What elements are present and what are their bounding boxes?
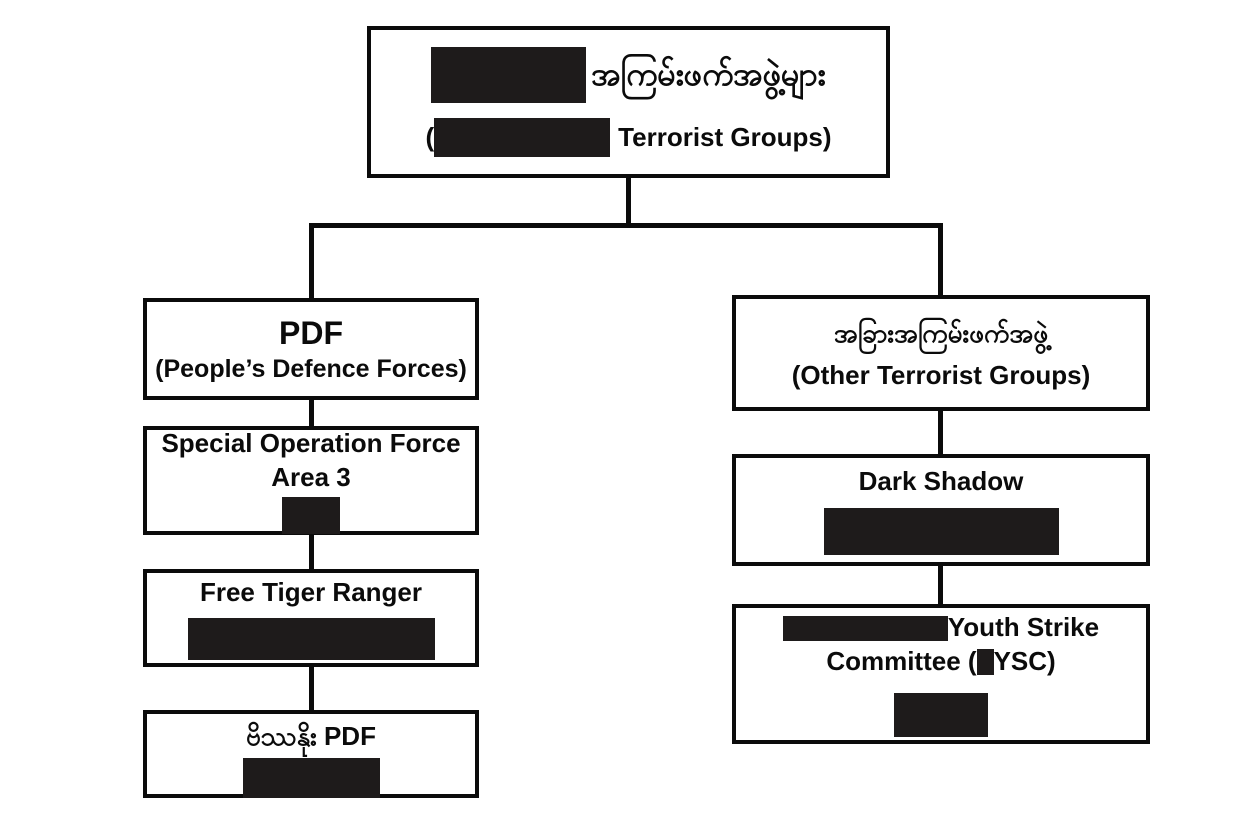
node-title-line1: Youth Strike [947,612,1100,643]
node-subtitle: (Other Terrorist Groups) [791,360,1091,391]
node-subtitle: (People’s Defence Forces) [155,354,467,383]
ysc-line2-row: Committee ( YSC) [826,645,1055,679]
root-burmese-title: အကြမ်းဖက်အဖွဲ့များ [591,56,826,93]
connector-right-drop [938,223,943,295]
node-terrorist-groups-root: အကြမ်းဖက်အဖွဲ့များ ( Terrorist Groups) [367,26,890,178]
ysc-line1-row: Youth Strike [782,611,1100,645]
root-open-paren: ( [425,121,435,152]
redaction-bar [434,118,611,157]
node-dark-shadow: Dark Shadow [732,454,1150,566]
connector-left-2-3 [309,533,314,569]
node-title: ဗိဿနိုး PDF [246,721,376,751]
node-youth-strike-committee: Youth Strike Committee ( YSC) [732,604,1150,744]
connector-left-3-4 [309,665,314,710]
node-title-line2-prefix: Committee ( [826,646,977,676]
connector-right-1-2 [938,409,943,454]
root-english-row: ( Terrorist Groups) [426,118,832,157]
node-burmese-title: အခြားအကြမ်းဖက်အဖွဲ့ [833,317,1049,348]
root-burmese-row: အကြမ်းဖက်အဖွဲ့များ [431,47,826,103]
node-other-terrorist-groups: အခြားအကြမ်းဖက်အဖွဲ့ (Other Terrorist Gro… [732,295,1150,411]
redaction-bar [782,615,948,641]
node-beikthano-pdf: ဗိဿနိုး PDF [143,710,479,799]
node-special-operation-force: Special Operation Force Area 3 [143,426,479,535]
connector-left-drop [309,223,314,298]
connector-branch-horizontal [309,223,943,228]
node-title: PDF [279,314,343,351]
node-title-line2-suffix: YSC) [993,646,1056,676]
connector-left-1-2 [309,398,314,426]
redaction-bar [187,617,435,660]
redaction-bar [282,497,340,535]
redaction-bar [431,47,587,103]
root-english-title: Terrorist Groups) [618,121,832,152]
node-pdf: PDF (People’s Defence Forces) [143,298,479,400]
node-free-tiger-ranger: Free Tiger Ranger [143,569,479,667]
node-title-line2: Area 3 [271,461,351,492]
redaction-bar [242,758,380,799]
connector-right-2-3 [938,564,943,604]
redaction-bar [976,648,994,675]
redaction-bar [894,692,988,737]
redaction-bar [823,508,1059,556]
connector-root-stem [626,176,631,228]
node-title: Free Tiger Ranger [199,577,423,608]
node-title-line1: Special Operation Force [161,427,461,458]
node-title: Dark Shadow [858,465,1024,496]
